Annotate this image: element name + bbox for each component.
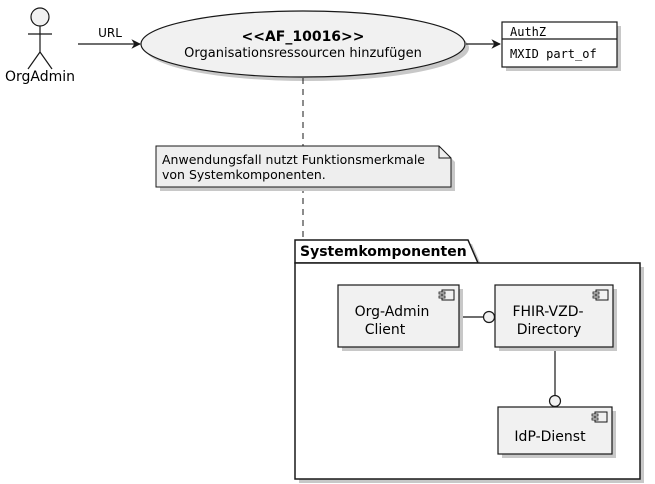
component-idp-dienst: IdP-Dienst	[497, 406, 616, 458]
note-line-2: von Systemkomponenten.	[162, 167, 326, 182]
authz-body: MXID part_of	[510, 47, 597, 61]
package-title: Systemkomponenten	[300, 244, 467, 260]
component-orgadmin-line-1: Org-Admin	[355, 304, 430, 320]
component-icon	[592, 289, 609, 301]
component-fhir-vzd-directory: FHIR-VZD- Directory	[494, 284, 617, 351]
component-icon	[438, 289, 455, 301]
note-line-1: Anwendungsfall nutzt Funktionsmerkmale	[162, 152, 425, 167]
component-idp-label: IdP-Dienst	[514, 429, 586, 445]
component-fhir-line-2: Directory	[517, 322, 582, 338]
component-orgadmin-client: Org-Admin Client	[337, 284, 463, 351]
component-icon	[591, 411, 608, 423]
authz-box: AuthZ MXID part_of	[501, 21, 621, 71]
authz-title: AuthZ	[510, 25, 546, 39]
usecase-stereotype: <<AF_10016>>	[241, 29, 364, 45]
component-fhir-line-1: FHIR-VZD-	[512, 304, 583, 320]
actor-orgadmin: OrgAdmin	[5, 7, 75, 85]
component-orgadmin-line-2: Client	[365, 322, 406, 338]
actor-label: OrgAdmin	[5, 69, 75, 85]
note: Anwendungsfall nutzt Funktionsmerkmale v…	[155, 145, 455, 191]
usecase-title: Organisationsressourcen hinzufügen	[184, 46, 422, 61]
connector-client-to-fhir	[459, 310, 496, 324]
edge-label-url: URL	[98, 26, 122, 40]
usecase-af-10016: <<AF_10016>> Organisationsressourcen hin…	[140, 10, 469, 81]
edge-actor-to-usecase: URL	[78, 26, 141, 49]
